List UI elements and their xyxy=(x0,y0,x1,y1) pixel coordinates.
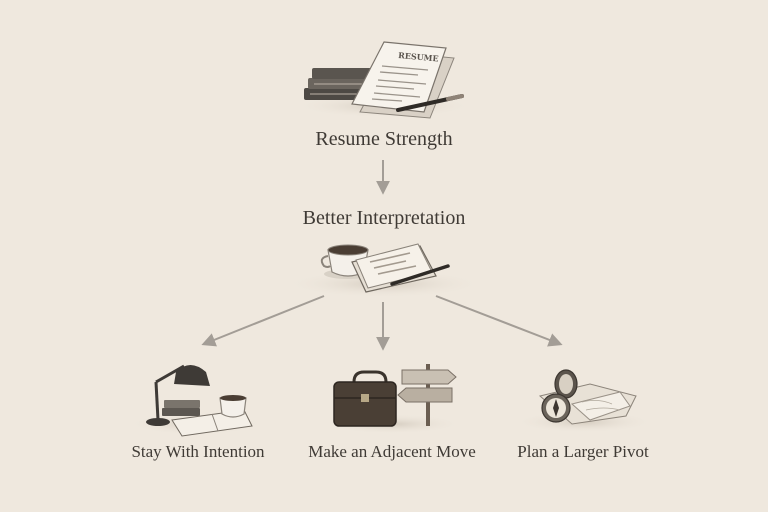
briefcase-and-signpost-icon xyxy=(322,364,462,434)
resume-heading-text: RESUME xyxy=(398,50,439,63)
coffee-and-notes-icon xyxy=(284,243,484,298)
arrow-middle-to-left xyxy=(201,295,325,347)
desk-lamp-and-books-icon xyxy=(128,364,264,437)
arrow-middle-to-right xyxy=(435,295,563,347)
resume-with-books-and-pen-icon: RESUME xyxy=(294,41,474,119)
node-label-resume-strength: Resume Strength xyxy=(315,128,453,150)
node-label-stay-with-intention: Stay With Intention xyxy=(131,442,265,461)
node-label-better-interpretation: Better Interpretation xyxy=(302,207,466,229)
node-label-plan-larger-pivot: Plan a Larger Pivot xyxy=(517,442,649,461)
compass-and-map-icon xyxy=(514,369,654,433)
node-label-make-adjacent-move: Make an Adjacent Move xyxy=(308,442,476,461)
